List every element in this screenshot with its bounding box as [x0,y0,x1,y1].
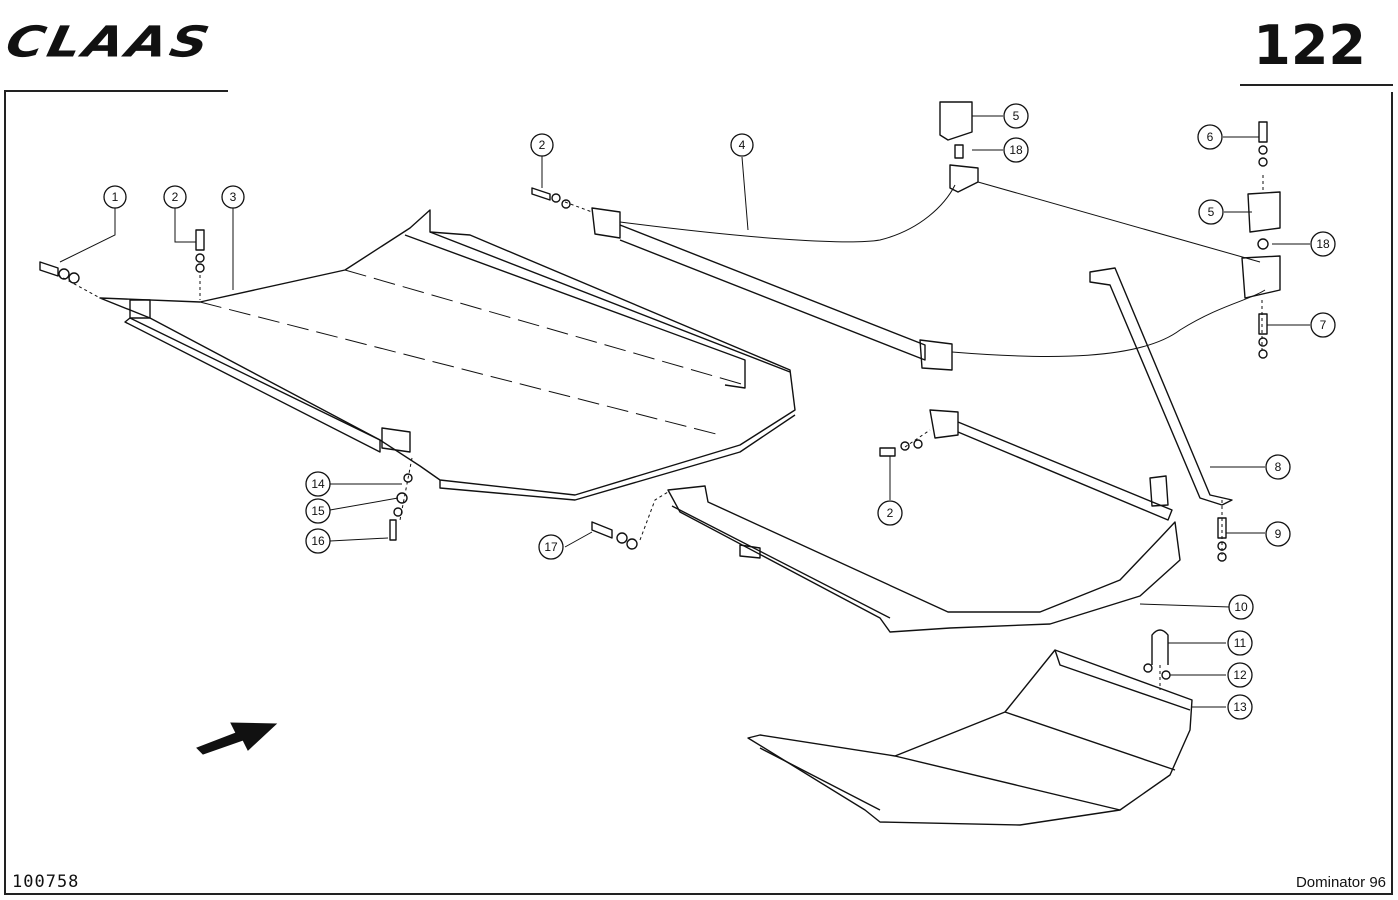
callout-15: 15 [305,498,331,524]
direction-arrow-icon [196,722,278,755]
svg-text:16: 16 [311,534,325,548]
svg-text:13: 13 [1233,700,1247,714]
callout-5: 5 [1198,199,1224,225]
part-8-strut [1089,267,1233,506]
part-13-tray [747,649,1193,826]
callout-17: 17 [538,534,564,560]
callout-18: 18 [1003,137,1029,163]
callout-4: 4 [730,133,754,157]
part-5-brackets [939,101,1281,299]
fastener-leaders [57,175,1264,690]
page-number: 122 [1253,14,1366,77]
callout-5: 5 [1003,103,1029,129]
callout-6: 6 [1197,124,1223,150]
part-4-rail [591,184,1266,371]
callout-leaders [59,115,1310,708]
svg-text:12: 12 [1233,668,1247,682]
svg-text:9: 9 [1275,527,1282,541]
callout-14: 14 [305,471,331,497]
drawing-frame [4,92,1393,895]
svg-text:8: 8 [1275,460,1282,474]
callout-7: 7 [1310,312,1336,338]
part-10-channel [667,485,1181,633]
callout-11: 11 [1227,630,1253,656]
part-3-cover-panel [99,209,796,501]
callout-1: 1 [103,185,127,209]
svg-text:18: 18 [1009,143,1023,157]
svg-text:2: 2 [887,506,894,520]
part-11-u-bolt [1151,629,1169,665]
svg-text:4: 4 [739,138,746,152]
svg-text:3: 3 [230,190,237,204]
header-rule-right [1240,84,1393,86]
svg-text:2: 2 [539,138,546,152]
svg-text:14: 14 [311,477,325,491]
svg-text:6: 6 [1207,130,1214,144]
svg-text:5: 5 [1013,109,1020,123]
callout-13: 13 [1227,694,1253,720]
callout-2: 2 [530,133,554,157]
svg-text:10: 10 [1234,600,1248,614]
part-2-rod-assembly [929,409,1173,521]
callout-9: 9 [1265,521,1291,547]
callout-10: 10 [1228,594,1254,620]
svg-text:18: 18 [1316,237,1330,251]
callout-2: 2 [877,500,903,526]
svg-text:1: 1 [112,190,119,204]
svg-text:2: 2 [172,190,179,204]
header-rule-left [4,90,228,92]
svg-text:5: 5 [1208,205,1215,219]
drawing-id: 100758 [12,872,80,892]
model-name: Dominator 96 [1295,874,1386,891]
svg-text:17: 17 [544,540,558,554]
callout-3: 3 [221,185,245,209]
svg-text:11: 11 [1234,636,1247,650]
svg-text:7: 7 [1320,318,1327,332]
callout-12: 12 [1227,662,1253,688]
fasteners [39,121,1269,680]
svg-text:15: 15 [311,504,325,518]
callout-18: 18 [1310,231,1336,257]
callout-16: 16 [305,528,331,554]
callout-2: 2 [163,185,187,209]
callout-8: 8 [1265,454,1291,480]
